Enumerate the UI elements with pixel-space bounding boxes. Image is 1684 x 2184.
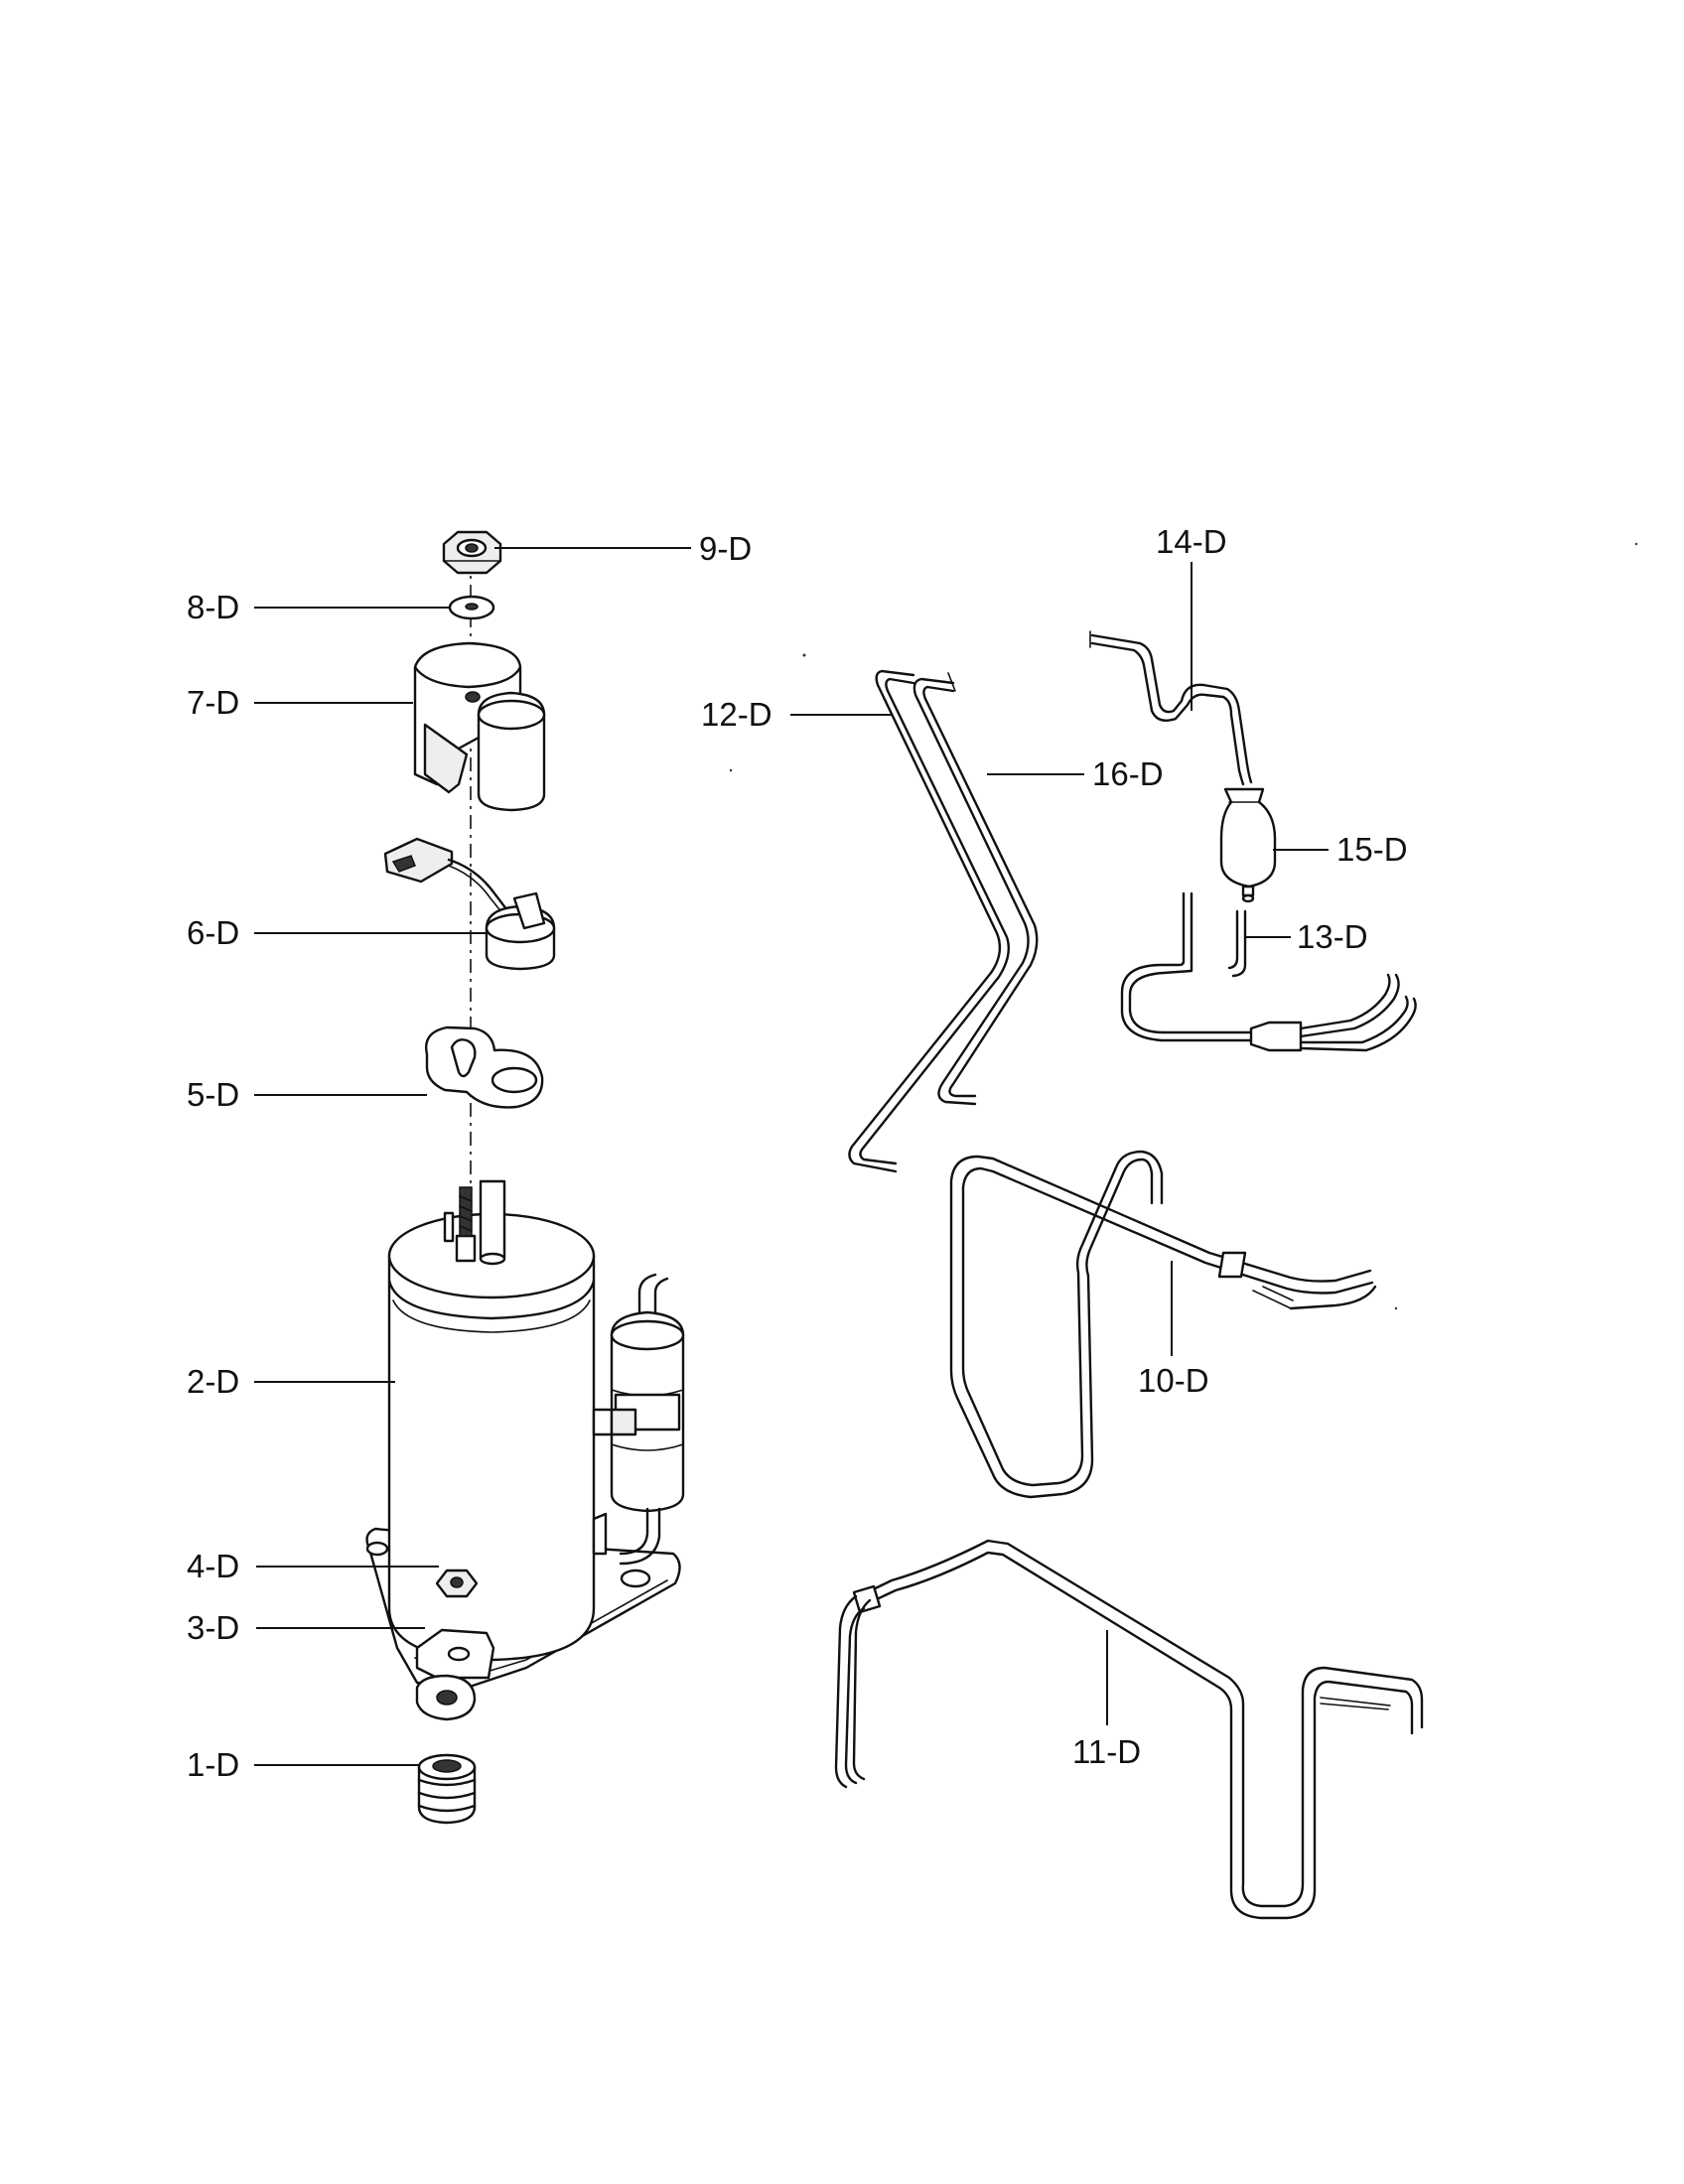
part-14-tube (1089, 630, 1253, 786)
label-2-d: 2-D (187, 1363, 239, 1400)
part-1-grommet (417, 1753, 477, 1825)
scan-speck (729, 768, 733, 772)
label-14-d: 14-D (1156, 523, 1227, 560)
label-9-d: 9-D (699, 530, 752, 567)
part-13-tube (1120, 891, 1417, 1052)
part-10-tube (949, 1150, 1377, 1499)
scan-speck (1634, 542, 1638, 546)
scan-speck (1394, 1306, 1398, 1310)
part-6-overload-protector (383, 837, 556, 971)
part-16-tube (912, 672, 1039, 1106)
label-3-d: 3-D (187, 1609, 239, 1646)
leader-lines (254, 547, 1329, 1766)
label-1-d: 1-D (187, 1746, 239, 1783)
label-6-d: 6-D (187, 914, 239, 951)
part-9-nut (442, 530, 502, 575)
label-5-d: 5-D (187, 1076, 239, 1113)
label-8-d: 8-D (187, 589, 239, 625)
part-12-tube (848, 669, 1010, 1173)
part-7-terminal-cover (413, 641, 546, 812)
label-4-d: 4-D (187, 1548, 239, 1584)
part-2-compressor (365, 1179, 685, 1721)
part-5-gasket (425, 1025, 544, 1109)
label-7-d: 7-D (187, 684, 239, 721)
scan-speck (802, 653, 806, 657)
label-12-d: 12-D (701, 696, 772, 733)
label-10-d: 10-D (1138, 1362, 1209, 1399)
label-15-d: 15-D (1336, 831, 1408, 868)
label-16-d: 16-D (1092, 755, 1164, 792)
part-15-filter-drier (1219, 787, 1277, 903)
part-8-washer (448, 595, 495, 620)
part-11-tube (834, 1539, 1424, 1920)
label-11-d: 11-D (1072, 1733, 1141, 1770)
label-13-d: 13-D (1297, 918, 1368, 955)
